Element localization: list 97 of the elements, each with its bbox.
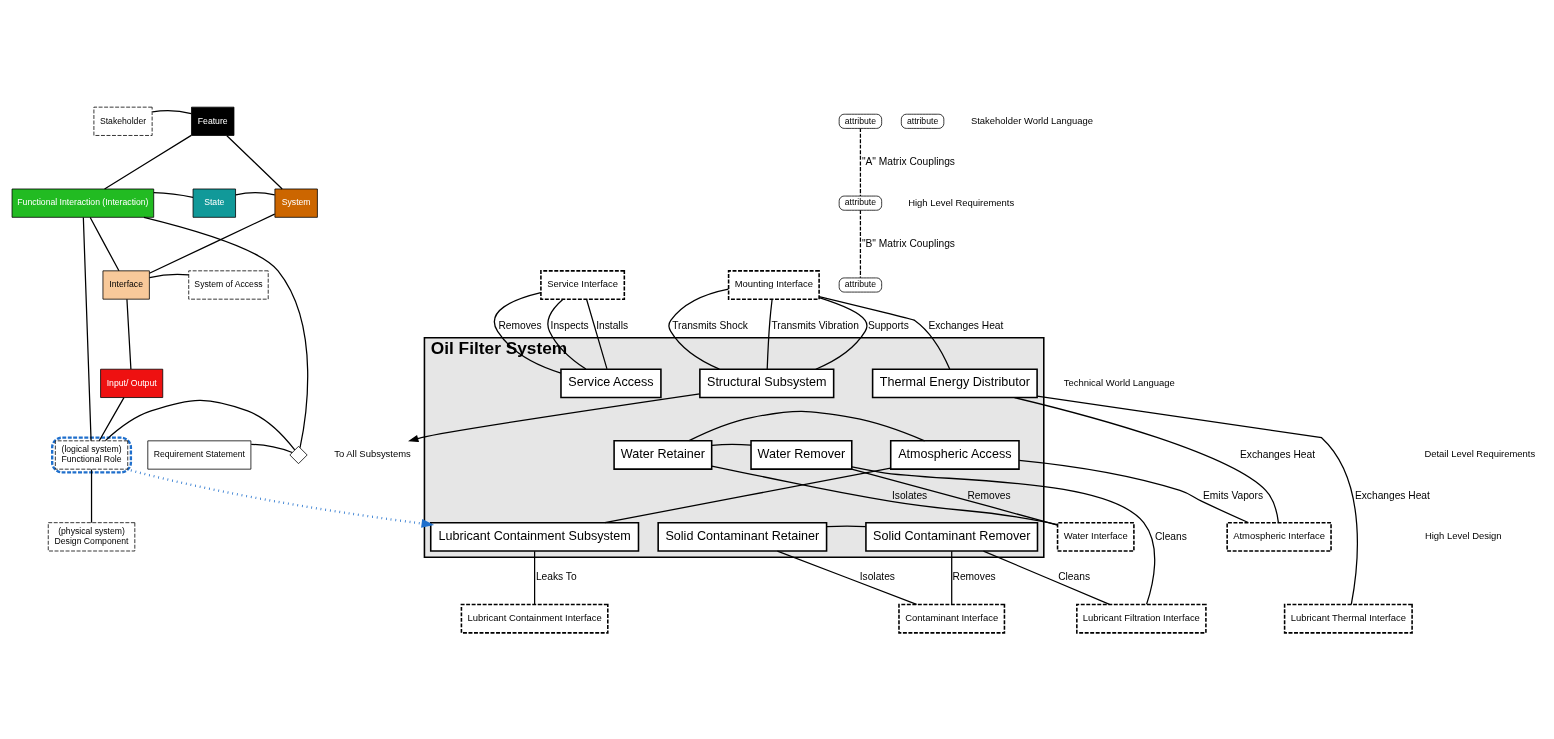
connector xyxy=(103,134,192,190)
label: Detail Level Requirements xyxy=(1424,447,1536,459)
node-box: Solid Contaminant Remover xyxy=(865,521,1039,552)
node-box: Lubricant Containment Interface xyxy=(460,603,609,634)
node-diamond xyxy=(289,445,308,464)
connector xyxy=(851,465,1156,605)
label: Stakeholder World Language xyxy=(970,114,1094,126)
node-box: Service Access xyxy=(560,367,662,398)
edge-label: Leaks To xyxy=(535,570,577,582)
node-box: Stakeholder xyxy=(93,106,153,136)
connector xyxy=(151,109,192,114)
node-box: Input/ Output xyxy=(100,368,164,398)
label: Technical World Language xyxy=(1063,376,1175,388)
connector xyxy=(825,525,867,527)
arrow xyxy=(408,392,701,442)
node-box: (physical system) Design Component xyxy=(47,521,136,551)
edge-label: "A" Matrix Couplings xyxy=(861,155,955,167)
connector xyxy=(143,216,309,448)
edge-label: Cleans xyxy=(1058,570,1090,582)
label: High Level Design xyxy=(1424,529,1502,541)
node-box: Water Remover xyxy=(750,439,853,470)
connector xyxy=(148,213,276,274)
connector xyxy=(104,399,296,450)
edge-label: Emits Vapors xyxy=(1203,489,1264,501)
connector xyxy=(534,550,536,605)
node-box: Water Interface xyxy=(1056,521,1135,552)
connector xyxy=(235,191,276,196)
node-box: Contaminant Interface xyxy=(898,603,1006,634)
connector xyxy=(1013,396,1280,523)
connector xyxy=(547,298,587,370)
edge-label: "B" Matrix Couplings xyxy=(861,237,955,249)
node-box: System of Access xyxy=(188,269,269,300)
connector xyxy=(851,468,1058,526)
node-box: System xyxy=(274,188,318,218)
node-text: To All Subsystems xyxy=(334,447,411,459)
node-box: Lubricant Filtration Interface xyxy=(1076,603,1207,634)
node-box: Lubricant Thermal Interface xyxy=(1283,603,1413,634)
edge-label: Cleans xyxy=(1154,530,1187,542)
node-box: Structural Subsystem xyxy=(699,367,835,398)
connector xyxy=(82,216,92,441)
edge-label: Removes xyxy=(967,489,1011,501)
edge-label: Installs xyxy=(596,319,629,331)
connector xyxy=(250,443,293,453)
edge-label: Isolates xyxy=(892,489,928,501)
edge-label: Removes xyxy=(952,570,996,582)
node-box: Service Interface xyxy=(540,269,626,300)
node-box: Interface xyxy=(102,269,150,300)
connector xyxy=(126,298,132,370)
node-box: attribute xyxy=(838,113,883,129)
node-box: Lubricant Containment Subsystem xyxy=(429,521,640,552)
node-box: Feature xyxy=(191,106,235,136)
node-box: Mounting Interface xyxy=(727,269,820,300)
node-box: Atmospheric Interface xyxy=(1226,521,1332,552)
connector xyxy=(982,549,1111,605)
connector xyxy=(148,273,190,278)
node-box: Solid Contaminant Retainer xyxy=(657,521,828,552)
connector xyxy=(711,465,1059,525)
connector xyxy=(153,191,194,198)
edge-label: Exchanges Heat xyxy=(928,319,1004,331)
connector xyxy=(951,550,953,605)
connector xyxy=(1036,395,1358,605)
connector xyxy=(98,396,125,441)
node-box: Thermal Energy Distributor xyxy=(871,367,1038,398)
connector xyxy=(688,410,926,441)
node-box: attribute xyxy=(838,277,883,292)
node-box: Atmospheric Access xyxy=(889,439,1020,470)
edge-label: Removes xyxy=(498,319,542,331)
arrow xyxy=(130,468,435,528)
node-box: Water Retainer xyxy=(613,439,713,470)
node-box: attribute xyxy=(838,195,883,211)
connector xyxy=(818,295,951,370)
edge-label: Exchanges Heat xyxy=(1354,489,1430,501)
connector xyxy=(585,298,608,370)
edge-label: Supports xyxy=(867,319,909,331)
connector xyxy=(668,288,730,370)
edge-label: Transmits Shock xyxy=(672,319,748,331)
connector xyxy=(766,298,773,370)
node-box: Functional Interaction (Interaction) xyxy=(11,188,155,218)
node-box: State xyxy=(192,188,236,218)
node-box: Requirement Statement xyxy=(147,439,252,470)
connector xyxy=(90,468,93,523)
edge-label: Inspects xyxy=(550,319,589,331)
connector xyxy=(815,296,868,370)
connector xyxy=(604,466,892,523)
label: High Level Requirements xyxy=(908,196,1015,208)
node-box: (logical system) Functional Role xyxy=(54,439,129,470)
node-box: attribute xyxy=(900,113,945,129)
edge-label: Exchanges Heat xyxy=(1240,448,1316,460)
connector xyxy=(776,549,918,605)
connector xyxy=(859,127,862,196)
connector xyxy=(226,134,283,190)
connector xyxy=(711,443,752,446)
edge-label: Transmits Vibration xyxy=(771,319,859,331)
connector xyxy=(859,209,862,278)
connector xyxy=(1018,459,1249,523)
edge-label: Isolates xyxy=(859,570,895,582)
connector xyxy=(89,216,120,271)
